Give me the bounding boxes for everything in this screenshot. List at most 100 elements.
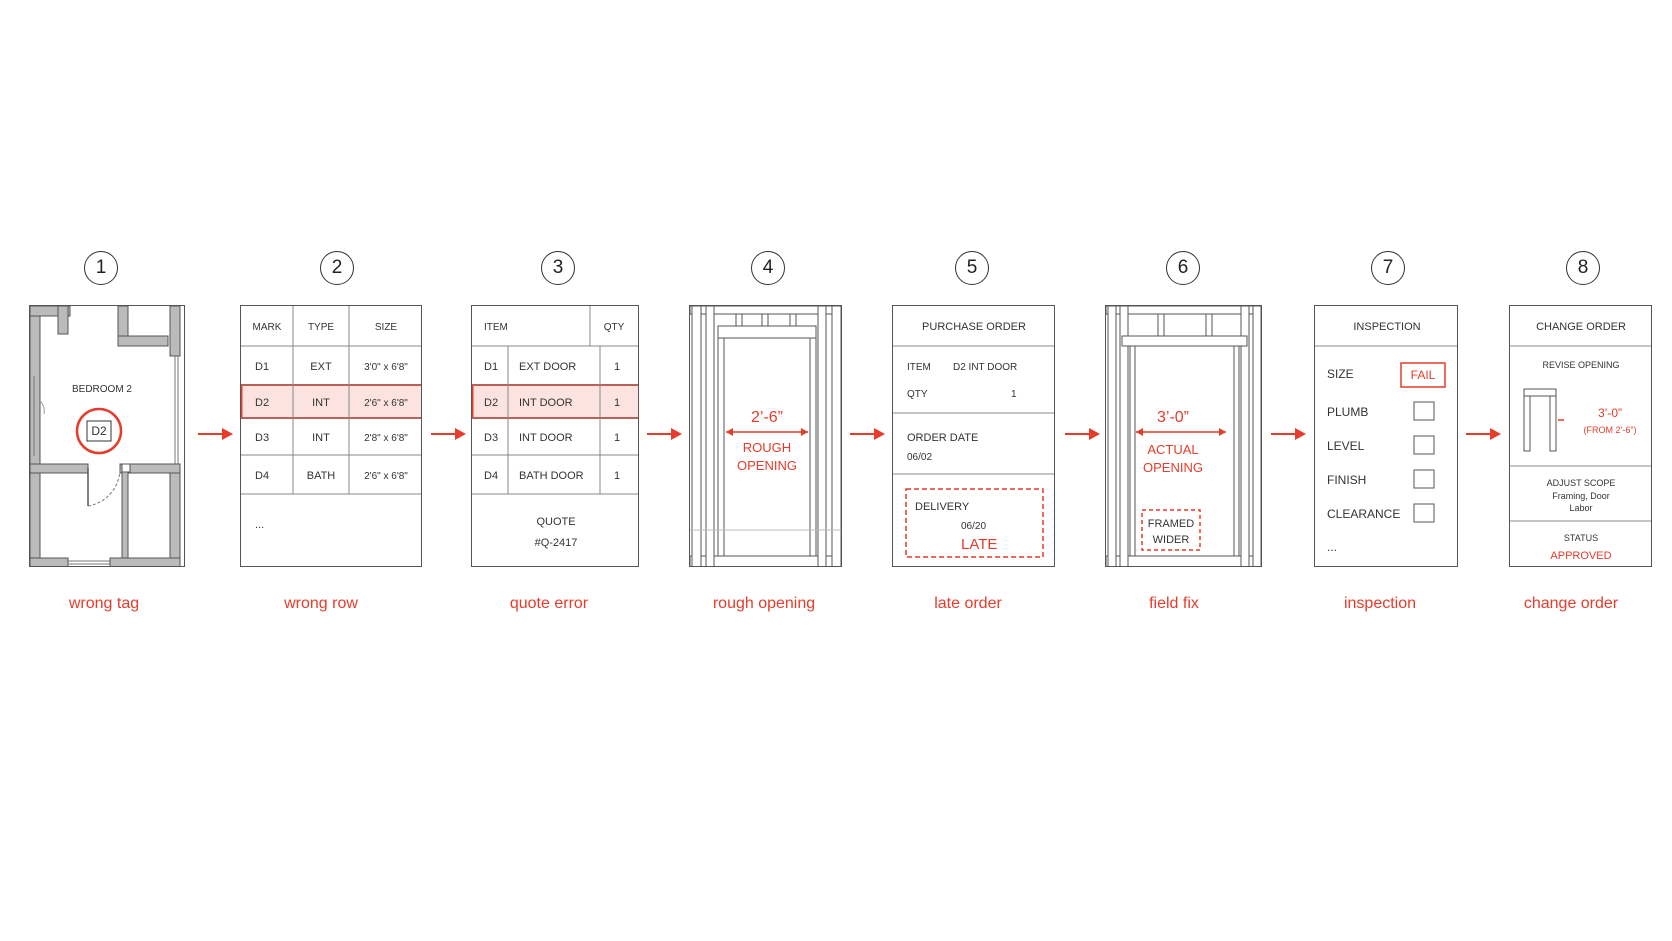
schedule-cell: D1	[255, 361, 269, 373]
step-number-7: 7	[1371, 251, 1405, 285]
schedule-cell: 2'6" x 6'8"	[364, 398, 408, 409]
door-tag: D2	[91, 424, 107, 438]
po-order-date-label: ORDER DATE	[907, 432, 978, 444]
schedule-header-size: SIZE	[375, 322, 398, 333]
revised-dimension: 3’-0”	[1598, 406, 1622, 420]
rough-opening-dimension: 2’-6”	[751, 409, 783, 426]
actual-opening-label: ACTUAL	[1147, 442, 1198, 457]
schedule-cell: D3	[255, 432, 269, 444]
inspection-item-label: PLUMB	[1327, 405, 1368, 419]
field-fix-framing: 3’-0” ACTUAL OPENING FRAMED WIDER	[1106, 306, 1261, 566]
schedule-header-mark: MARK	[253, 322, 282, 333]
field-fix-panel: 3’-0” ACTUAL OPENING FRAMED WIDER	[1105, 305, 1262, 567]
schedule-cell: 3'0" x 6'8"	[364, 362, 408, 373]
po-item-label: ITEM	[907, 362, 931, 373]
quote-cell: D2	[484, 397, 498, 409]
door-frame-icon	[1523, 388, 1564, 452]
step-number-5: 5	[955, 251, 989, 285]
arrow-right-icon	[431, 428, 466, 440]
step-number-6: 6	[1166, 251, 1200, 285]
schedule-cell: 2'6" x 6'8"	[364, 471, 408, 482]
schedule-cell: INT	[312, 397, 330, 409]
step-number-1: 1	[84, 251, 118, 285]
po-item-value: D2 INT DOOR	[953, 362, 1017, 373]
quote-cell: 1	[614, 361, 620, 373]
inspection-more: ...	[1327, 540, 1337, 554]
step-number-4: 4	[751, 251, 785, 285]
schedule-header-type: TYPE	[308, 322, 334, 333]
door-schedule-table: MARK TYPE SIZE D1 EXT 3'0" x 6'8" D2 INT…	[241, 306, 421, 531]
quote-cell: EXT DOOR	[519, 361, 576, 373]
po-qty-label: QTY	[907, 389, 928, 400]
po-delivery-label: DELIVERY	[915, 501, 970, 513]
late-delivery-highlight	[905, 488, 1044, 558]
po-delivery-status: LATE	[961, 536, 997, 553]
arrow-right-icon	[1271, 428, 1306, 440]
step-number-2: 2	[320, 251, 354, 285]
previous-dimension: (FROM 2’-6”)	[1584, 425, 1637, 435]
inspection-item-label: LEVEL	[1327, 439, 1365, 453]
inspection-form: INSPECTION SIZE FAIL PLUMB LEVEL FINISH …	[1315, 321, 1457, 554]
quote-cell: 1	[614, 397, 620, 409]
framed-wider-note: WIDER	[1153, 534, 1190, 546]
purchase-order-form: PURCHASE ORDER ITEM D2 INT DOOR QTY 1 OR…	[893, 321, 1054, 558]
rough-opening-label: OPENING	[737, 458, 797, 473]
caption-wrong-row: wrong row	[284, 595, 358, 612]
quote-cell: INT DOOR	[519, 397, 573, 409]
caption-late-order: late order	[934, 595, 1002, 612]
framed-wider-note: FRAMED	[1148, 518, 1195, 530]
schedule-cell: BATH	[307, 470, 336, 482]
revise-opening-label: REVISE OPENING	[1542, 360, 1619, 370]
quote-header-qty: QTY	[604, 322, 625, 333]
quote-panel: ITEM QTY D1 EXT DOOR 1 D2 INT DOOR 1 D3 …	[471, 305, 639, 567]
purchase-order-panel: PURCHASE ORDER ITEM D2 INT DOOR QTY 1 OR…	[892, 305, 1055, 567]
caption-wrong-tag: wrong tag	[68, 595, 140, 612]
framed-wider-highlight	[1141, 509, 1201, 551]
arrow-right-icon	[647, 428, 682, 440]
po-qty-value: 1	[1011, 389, 1017, 400]
change-order-panel: CHANGE ORDER REVISE OPENING 3’-0” (FROM …	[1509, 305, 1652, 567]
schedule-cell: 2'8" x 6'8"	[364, 433, 408, 444]
rough-opening-label: ROUGH	[743, 440, 791, 455]
quote-cell: 1	[614, 470, 620, 482]
inspection-title: INSPECTION	[1353, 321, 1420, 333]
actual-opening-label: OPENING	[1143, 460, 1203, 475]
step-number-8: 8	[1566, 251, 1600, 285]
schedule-cell: D2	[255, 397, 269, 409]
quote-cell: BATH DOOR	[519, 470, 584, 482]
arrow-right-icon	[850, 428, 885, 440]
schedule-cell: EXT	[310, 361, 332, 373]
rough-opening-framing: 2’-6” ROUGH OPENING	[690, 306, 841, 566]
inspection-size-result: FAIL	[1411, 368, 1436, 382]
inspection-checkbox[interactable]	[1413, 401, 1435, 421]
inspection-checkbox[interactable]	[1413, 503, 1435, 523]
po-title: PURCHASE ORDER	[922, 321, 1026, 333]
status-value: APPROVED	[1550, 550, 1611, 562]
inspection-checkbox[interactable]	[1413, 435, 1435, 455]
rough-opening-panel: 2’-6” ROUGH OPENING	[689, 305, 842, 567]
caption-change-order: change order	[1523, 595, 1619, 612]
caption-quote-error: quote error	[509, 595, 589, 612]
quote-cell: D1	[484, 361, 498, 373]
change-order-form: CHANGE ORDER REVISE OPENING 3’-0” (FROM …	[1510, 321, 1651, 562]
arrow-right-icon	[1466, 428, 1501, 440]
po-order-date-value: 06/02	[907, 452, 932, 463]
adjust-scope-detail: Labor	[1569, 503, 1592, 513]
floor-plan-panel: BEDROOM 2 D2	[29, 305, 185, 567]
inspection-fail-badge	[1400, 362, 1446, 388]
inspection-item-label: CLEARANCE	[1327, 507, 1400, 521]
quote-cell: D3	[484, 432, 498, 444]
schedule-cell: D4	[255, 470, 269, 482]
schedule-more: ...	[255, 519, 264, 531]
status-label: STATUS	[1564, 533, 1598, 543]
inspection-panel: INSPECTION SIZE FAIL PLUMB LEVEL FINISH …	[1314, 305, 1458, 567]
quote-cell: D4	[484, 470, 498, 482]
inspection-checkbox[interactable]	[1413, 469, 1435, 489]
inspection-size-label: SIZE	[1327, 367, 1354, 381]
change-order-title: CHANGE ORDER	[1536, 321, 1626, 333]
schedule-cell: INT	[312, 432, 330, 444]
door-schedule-panel: MARK TYPE SIZE D1 EXT 3'0" x 6'8" D2 INT…	[240, 305, 422, 567]
actual-opening-dimension: 3’-0”	[1157, 409, 1189, 426]
po-delivery-date: 06/20	[961, 521, 986, 532]
caption-rough-opening: rough opening	[712, 595, 816, 612]
